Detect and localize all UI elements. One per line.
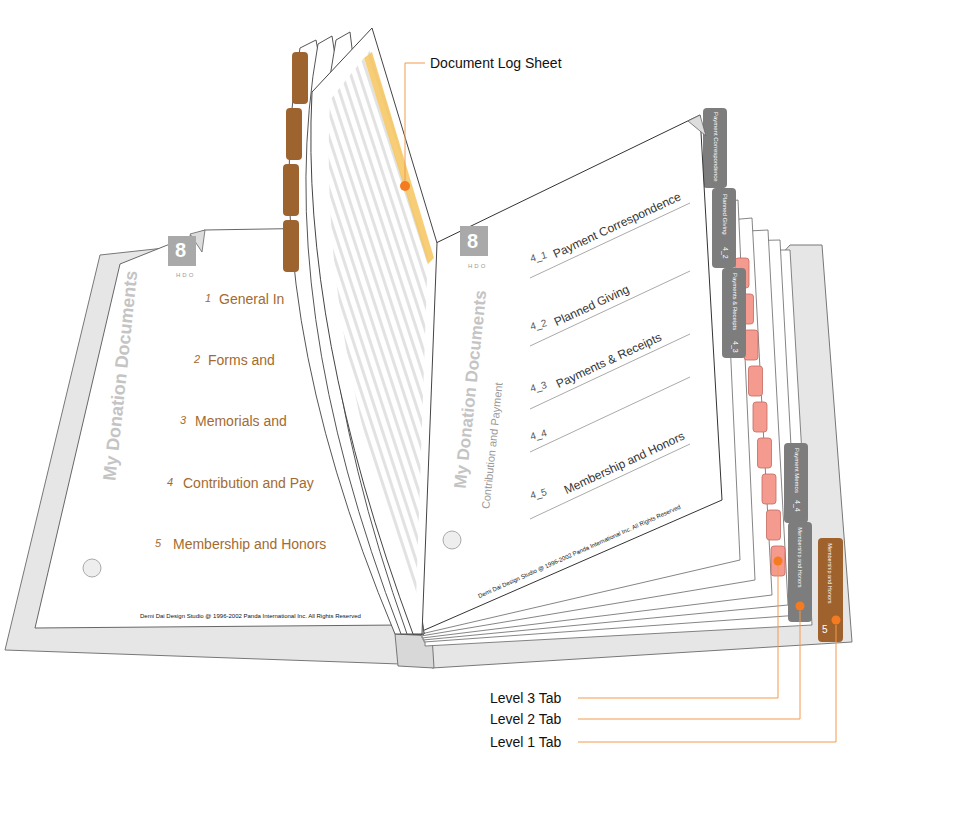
log-sheet-rows: [329, 48, 428, 600]
level3-tab: [753, 402, 767, 432]
level2-tab: [703, 108, 727, 188]
tab-number: 4_2: [721, 247, 729, 259]
page-curl: [688, 115, 706, 136]
callout-label: Document Log Sheet: [430, 55, 562, 71]
section-number: 4: [167, 476, 173, 489]
logo-mark: [443, 531, 461, 549]
entry-rule: [530, 271, 690, 346]
number-box: [168, 236, 196, 266]
leader-line: [578, 625, 836, 742]
entry-title: Membership and Honors: [562, 430, 687, 498]
entry-number: 4_1: [529, 249, 548, 264]
section-title: Forms and: [208, 352, 275, 368]
tab-text: Payment Memos: [793, 448, 800, 493]
level3-tab: [767, 510, 781, 540]
level2-tab: [712, 188, 736, 268]
tab-text: Payments & Receipts: [731, 273, 738, 330]
logo-text: HDO: [176, 272, 195, 279]
tab-text: Payment Correspondence: [712, 112, 719, 182]
tab-number: 4_3: [731, 341, 739, 353]
callout-label: Level 2 Tab: [490, 711, 561, 727]
right-page: [420, 115, 722, 632]
section-title: Membership and Honors: [173, 536, 326, 552]
callout-label: Level 3 Tab: [490, 690, 561, 706]
copyright-note: Demi Dai Design Studio @ 1996-2002 Panda…: [140, 613, 361, 620]
binder-subtitle: Contribution and Payment: [479, 382, 505, 510]
level1-tab: [283, 220, 299, 272]
log-sheet-page: [311, 28, 437, 634]
entry-number: 4_3: [529, 379, 548, 394]
log-sheet-band: [364, 52, 434, 264]
tab-text: Membership and Honors: [827, 543, 833, 603]
section-number: 3: [180, 414, 186, 427]
entry-rule: [530, 444, 690, 519]
callout-dot: [796, 602, 805, 611]
level3-tab: [749, 366, 763, 396]
section-number: 1: [205, 292, 211, 305]
leader-line: [405, 63, 425, 181]
tab-text: Membership and Honors: [797, 527, 803, 587]
entry-title: Planned Giving: [552, 283, 632, 330]
callout-dot: [400, 181, 410, 191]
entry-number: 4_5: [529, 486, 548, 501]
tab-number: 4_4: [793, 500, 801, 512]
entry-number: 4_2: [529, 317, 548, 332]
callout-label: Level 1 Tab: [490, 734, 561, 750]
tab-text: Planned Giving: [721, 194, 728, 235]
binder-title: My Donation Documents: [99, 270, 142, 482]
section-title: General In: [219, 291, 284, 307]
box-number: 8: [175, 239, 186, 262]
tab-number: 5: [822, 624, 828, 636]
level3-tab: [744, 330, 758, 360]
number-box: [460, 226, 488, 256]
level2-tab: [722, 268, 746, 358]
copyright-note: Demi Dai Design Studio @ 1996-2002 Panda…: [477, 504, 682, 600]
level2-tab: [788, 522, 812, 622]
level3-tab: [762, 474, 776, 504]
box-number: 8: [467, 230, 478, 253]
section-title: Contribution and Pay: [183, 475, 314, 491]
callout-dot: [832, 616, 841, 625]
level2-tab: [784, 443, 808, 523]
leader-line: [578, 611, 800, 719]
callout-dot: [774, 557, 783, 566]
level1-tab: [292, 52, 308, 104]
logo-mark: [83, 559, 101, 577]
entry-title: Payment Correspondence: [551, 190, 683, 261]
entry-title: Payments & Receipts: [554, 331, 664, 392]
leader-line: [578, 566, 778, 698]
level3-tab: [758, 438, 772, 468]
section-number: 2: [194, 353, 200, 366]
logo-text: HDO: [468, 263, 487, 270]
level1-tab: [818, 538, 843, 642]
section-title: Memorials and: [195, 413, 287, 429]
entry-rule: [530, 334, 690, 409]
level1-tab: [286, 108, 302, 160]
entry-number: 4_4: [529, 427, 548, 442]
entry-rule: [530, 203, 690, 278]
level1-tab: [283, 164, 299, 216]
section-number: 5: [155, 537, 161, 550]
